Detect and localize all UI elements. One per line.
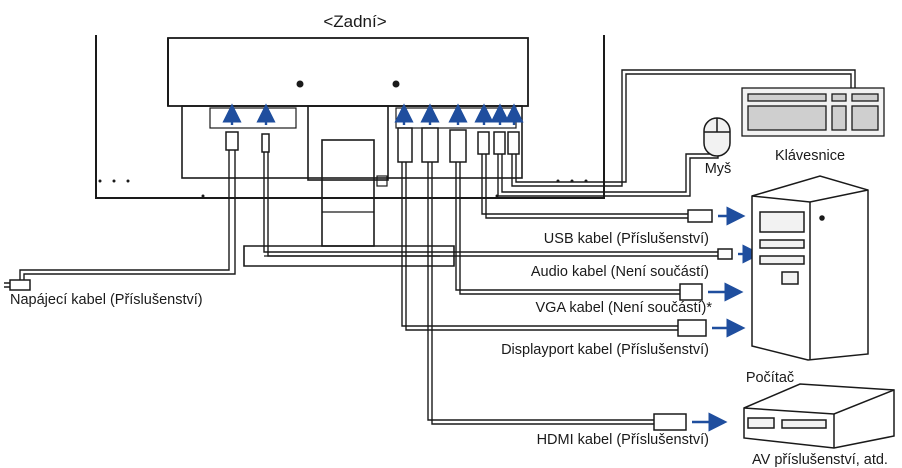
computer-tower-icon (751, 175, 869, 361)
diagram-title: <Zadní> (323, 12, 386, 31)
monitor-screws (98, 80, 588, 198)
vga-cable-label: VGA kabel (Není součástí)* (536, 300, 713, 316)
usb-plug-icon (507, 131, 520, 155)
audio-plug-icon (717, 248, 733, 260)
cable-end-connectors (653, 209, 733, 431)
hdmi-plug-icon (421, 127, 439, 163)
displayport-plug-icon (397, 127, 413, 163)
labels: Napájecí kabel (Příslušenství) USB kabel… (10, 148, 888, 468)
hdmi-cable-label: HDMI kabel (Příslušenství) (537, 432, 709, 448)
av-device-icon (743, 383, 895, 449)
keyboard-label: Klávesnice (775, 148, 845, 164)
usb-plug-icon (493, 131, 506, 155)
displayport-cable-label: Displayport kabel (Příslušenství) (501, 342, 709, 358)
usb-plug-icon (687, 209, 713, 223)
audio-cable-label: Audio kabel (Není součástí) (531, 264, 709, 280)
vga-plug-icon (679, 283, 703, 301)
mouse-icon (703, 117, 731, 157)
power-plug-icon (225, 131, 239, 151)
av-device-label: AV příslušenství, atd. (752, 452, 888, 468)
displayport-plug-icon (677, 319, 707, 337)
mouse-label: Myš (705, 161, 732, 177)
device-arrows (692, 206, 762, 432)
cables (19, 69, 856, 425)
audio-plug-icon (261, 133, 270, 153)
keyboard-icon (741, 87, 885, 137)
computer-label: Počítač (746, 370, 794, 386)
monitor-back (95, 35, 605, 267)
power-plug-icon (4, 279, 31, 291)
hdmi-plug-icon (653, 413, 687, 431)
power-cable-label: Napájecí kabel (Příslušenství) (10, 292, 203, 308)
port-arrows (222, 103, 524, 125)
usb-cable-label: USB kabel (Příslušenství) (544, 231, 709, 247)
monitor-plugs (225, 127, 520, 163)
vga-plug-icon (449, 129, 467, 163)
usb-plug-icon (477, 131, 490, 155)
